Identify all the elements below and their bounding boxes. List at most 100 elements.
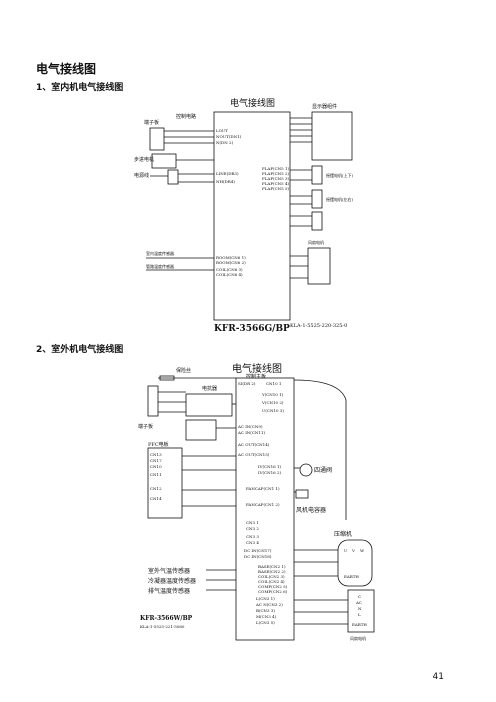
- fan-pin: AC: [355, 600, 362, 605]
- indoor-terminal-label: 端子板: [144, 119, 159, 126]
- compressor-pin: U: [344, 548, 348, 553]
- pin-n: N(DN 2): [216, 140, 234, 145]
- pfc-pin: CN14: [150, 496, 162, 501]
- compressor: [337, 539, 373, 587]
- indoor-drawing-number: KLA-1-5525-220-325-0: [290, 323, 347, 329]
- pfc-pin: CN12: [150, 486, 162, 491]
- cn3-pin: CN3 2: [246, 526, 259, 531]
- room-pin: ROOM(CN6 2): [216, 260, 246, 265]
- pin-dcin-cn18: DC IN(CN18): [244, 554, 272, 559]
- pin-fancap2: FANCAP(CN1 2): [246, 502, 280, 507]
- section-outdoor-title: 2、室外机电气接线图: [36, 345, 124, 355]
- coil-pin: COIL(CN6 4): [216, 272, 243, 277]
- pin-iv1: IV(CN16 1): [258, 464, 281, 469]
- pin-acout-cn15: AC OUT(CN15): [237, 452, 270, 457]
- coil-pin: COIL(CN6 3): [216, 267, 243, 272]
- indoor-stepper-label: 步进电机: [134, 156, 154, 163]
- pfc-pin: CN17: [150, 458, 162, 463]
- cn3-pin: CN3 3: [246, 534, 259, 539]
- pin-acin-cn9: AC IN(CN9): [237, 424, 263, 429]
- stepper-motor-box: [151, 153, 177, 169]
- compressor-pin: EARTH: [344, 574, 359, 579]
- cn3-pin: CN3 1: [246, 520, 259, 525]
- ambient-sensor-label: 室外气温传感器: [148, 567, 190, 575]
- fan-pin: L: [358, 612, 361, 617]
- flap-pin: FLAP(CN5 3): [262, 176, 289, 181]
- pfc-pin: CN11: [150, 472, 162, 477]
- outdoor-terminal-label: 端子板: [138, 423, 153, 430]
- document-title: 电气接线图: [36, 62, 97, 76]
- outdoor-model-label: KFR-3566W/BP: [140, 615, 193, 622]
- outdoor-fan-motor: [347, 589, 375, 633]
- power-plug: [167, 169, 179, 185]
- sensor-pin: COMP(CN2 5): [258, 584, 288, 589]
- bottom-pin: L(CN3 5): [256, 620, 275, 625]
- condenser-sensor-label: 冷凝器温度传感器: [148, 577, 196, 585]
- indoor-terminal-block: [149, 127, 165, 151]
- flap-pin: FLAP(CN5 5): [262, 186, 289, 191]
- flap-pin: FLAP(CN5 4): [262, 181, 289, 186]
- pin-v: V(CN10 2): [261, 400, 284, 405]
- pfc-board: [147, 447, 183, 519]
- pin-cn10: CN10 1: [266, 381, 281, 386]
- outdoor-terminal-block: [147, 385, 159, 417]
- four-way-valve-label: 四通阀: [314, 466, 332, 474]
- pin-nout: NOUT(DN1): [216, 134, 242, 139]
- pfc-board-label: PFC电板: [148, 441, 169, 448]
- fuse-label: 保险丝: [176, 367, 191, 374]
- outdoor-drawing-number: KLA-1-5525-221-5060: [140, 624, 185, 629]
- louver-lr-label: 摇摆电机(左右): [326, 196, 354, 202]
- fan-motor-label: 风扇电机: [308, 239, 324, 245]
- compressor-label: 压缩机: [334, 530, 352, 538]
- pin-fancap1: FANCAP(CN1 1): [246, 486, 280, 491]
- section-indoor-title: 1、室内机电气接线图: [36, 83, 124, 93]
- flap-pin: FLAP(CN5 1): [262, 166, 289, 171]
- room-pin: ROOM(CN6 1): [216, 255, 246, 260]
- pin-y: Y(CN10 1): [261, 392, 284, 397]
- pin-dcin-cn17: DC IN(CN17): [244, 548, 272, 553]
- display-label: 显示器组件: [312, 103, 337, 110]
- indoor-header: 电气接线图: [230, 97, 275, 109]
- outdoor-board-label: 控制主板: [246, 373, 266, 380]
- bottom-pin: L(CN3 1): [256, 596, 275, 601]
- pin-acout-cn14: AC OUT(CN14): [237, 442, 270, 447]
- pfc-pin: CN10: [150, 464, 162, 469]
- compressor-pin: V: [351, 548, 355, 553]
- outdoor-header: 电气接线图: [232, 362, 282, 375]
- bottom-pin: M(CN3 4): [256, 614, 277, 619]
- bottom-pin: AC N(CN3 2): [255, 602, 283, 607]
- page-number: 41: [432, 672, 444, 682]
- fan-pin: EARTH: [352, 622, 367, 627]
- fan-pin: N: [358, 606, 362, 611]
- pin-lout: LOUT: [216, 128, 228, 133]
- pin-acin-cn11: AC IN(CN11): [237, 430, 266, 435]
- outdoor-main-pcb: [235, 377, 295, 641]
- indoor-control-label: 控制电路: [176, 113, 196, 120]
- sensor-pin: COMP(CN2 6): [258, 589, 288, 594]
- outdoor-fan-label: 风扇电机: [350, 635, 366, 641]
- pin-iv2: IV(CN16 2): [258, 470, 281, 475]
- reactor-label: 电抗器: [202, 385, 217, 392]
- sensor-pin: BASE(CN2 2): [258, 569, 286, 574]
- fan-capacitor: [295, 489, 309, 499]
- louver-ud-label: 摇摆电机(上下): [326, 172, 354, 178]
- pfc-pin: CN13: [150, 452, 162, 457]
- discharge-sensor-label: 排气温度传感器: [148, 587, 190, 595]
- indoor-power-label: 电源线: [134, 172, 149, 179]
- reactor-box: [185, 393, 233, 417]
- coil-sensor-label: 管路温度传感器: [146, 263, 174, 269]
- relay-box: [185, 419, 217, 441]
- fan-capacitor-label: 风机电容器: [296, 506, 326, 514]
- indoor-model-label: KFR-3566G/BP: [214, 324, 290, 334]
- pin-u: U(CN10 3): [262, 408, 284, 413]
- compressor-pin: W: [360, 548, 365, 553]
- four-way-valve: [299, 463, 313, 477]
- flap-pin: FLAP(CN5 2): [262, 171, 289, 176]
- pin-nh: NH(DR4): [216, 179, 235, 184]
- sensor-pin: COIL(CN2 3): [258, 574, 285, 579]
- cn3-pin: CN3 4: [246, 540, 259, 545]
- room-sensor-label: 室内温度传感器: [146, 250, 174, 256]
- sensor-pin: BASE(CN2 1): [258, 564, 286, 569]
